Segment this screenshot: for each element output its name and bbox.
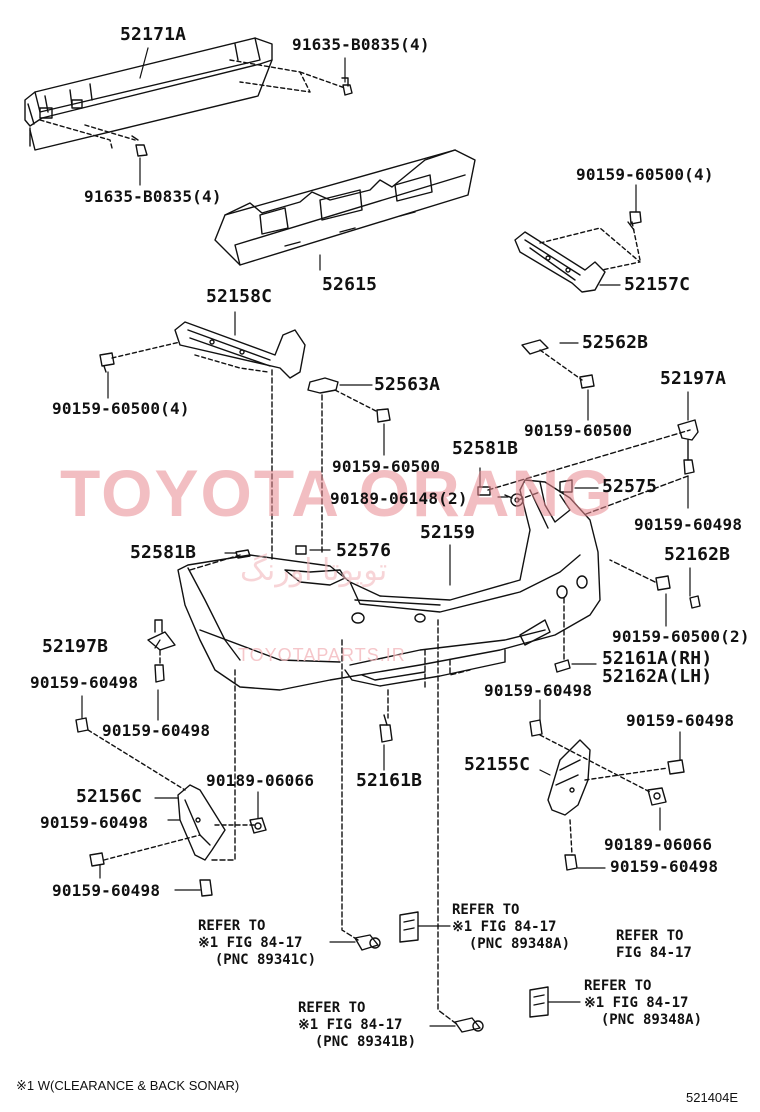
sensor-89341C (354, 934, 381, 951)
watermark-arabic: تويوتا اورنگ (240, 553, 388, 588)
part-label-52562B: 52562B (582, 332, 649, 353)
bar-mount-dashes (39, 59, 346, 149)
bolt-90159-60500-2 (655, 575, 701, 609)
part-label-90159-60498-r1: 90159-60498 (634, 515, 743, 534)
sensor-89348A-left (399, 911, 419, 943)
cover-52161A (554, 659, 571, 673)
bracket-52157C-dashes (539, 221, 641, 271)
leader-lines (81, 47, 691, 1027)
bolt-90159-60498-l3 (89, 852, 105, 867)
refer-note-89341C: REFER TO ※1 FIG 84-17 (PNC 89341C) (198, 918, 317, 968)
part-label-52159: 52159 (420, 522, 476, 543)
part-label-91635-top: 91635-B0835(4) (292, 35, 430, 54)
watermark-url: TOYOTAPARTS.IR (238, 645, 406, 665)
part-label-52157C: 52157C (624, 274, 691, 295)
part-label-52161B: 52161B (356, 770, 423, 791)
reinforcement-bar-52171A (24, 37, 273, 151)
part-label-52162A: 52162A(LH) (602, 666, 713, 687)
part-label-90159-60500-4-left: 90159-60500(4) (52, 399, 190, 418)
sensor-89341B (454, 1017, 484, 1033)
part-label-52563A: 52563A (374, 374, 441, 395)
part-label-90159-60498-r2: 90159-60498 (626, 711, 735, 730)
dash-52563A (334, 389, 379, 413)
bumper-cover-52159 (177, 479, 601, 691)
energy-absorber-52615 (214, 149, 476, 266)
bolt-90159-60498-l4 (199, 879, 213, 897)
part-label-52156C: 52156C (76, 786, 143, 807)
part-label-90159-60500-right: 90159-60500 (524, 421, 633, 440)
part-label-52576: 52576 (336, 540, 392, 561)
dash-52562B (539, 349, 583, 381)
refer-note-89348A-left: REFER TO ※1 FIG 84-17 (PNC 89348A) (452, 902, 571, 952)
sensor-89348A-right (529, 986, 549, 1018)
refer-note-89341B: REFER TO ※1 FIG 84-17 (PNC 89341B) (298, 1000, 417, 1050)
stay-52155C (547, 739, 591, 816)
part-label-91635-left: 91635-B0835(4) (84, 187, 222, 206)
figure-code: 521404E (686, 1090, 739, 1105)
part-label-52161A: 52161A(RH) (602, 648, 713, 669)
retainer-52197B (147, 619, 176, 683)
bolt-90159-60498-l2 (75, 717, 89, 733)
refer-note-89348A-right: REFER TO ※1 FIG 84-17 (PNC 89348A) (584, 978, 703, 1028)
bolt-90159-60500-4-left (99, 352, 115, 373)
part-label-52155C: 52155C (464, 754, 531, 775)
part-label-90159-60498-r3: 90159-60498 (610, 857, 719, 876)
clip-52161B (379, 714, 393, 743)
clip-52581B-top (477, 486, 491, 496)
clip-52562B (521, 339, 549, 355)
retainer-52197A (677, 419, 699, 475)
part-label-90189-06148: 90189-06148(2) (330, 489, 468, 508)
bolt-90159-60500-mid (376, 408, 391, 423)
part-label-52615: 52615 (322, 274, 378, 295)
bolt-91635-top (341, 77, 353, 96)
part-label-52575: 52575 (602, 476, 658, 497)
part-label-90159-60498-l3: 90159-60498 (40, 813, 149, 832)
part-label-90189-06066-l: 90189-06066 (206, 771, 315, 790)
bracket-52158C-dashes (111, 341, 269, 373)
dash-52156C (87, 729, 256, 861)
bolt-90159-60498-r2 (529, 719, 543, 737)
part-label-90159-60498-l2: 90159-60498 (102, 721, 211, 740)
part-label-90159-60498-l4: 90159-60498 (52, 881, 161, 900)
part-label-90159-60498-l1: 90159-60498 (30, 673, 139, 692)
bolt-90159-60498-r1-low (667, 759, 685, 775)
bolt-91635-left (131, 135, 148, 157)
bolt-90159-60500-right (579, 374, 595, 389)
part-label-90159-60500-mid: 90159-60500 (332, 457, 441, 476)
side-bracket-52158C (174, 321, 306, 379)
bolt-90159-60498-r3 (564, 854, 578, 871)
nut-90189-06066-l (249, 817, 267, 834)
part-label-52162B: 52162B (664, 544, 731, 565)
part-label-90159-60498-c: 90159-60498 (484, 681, 593, 700)
stay-52156C (177, 784, 226, 861)
nut-90189-06066-r (647, 787, 667, 806)
dash-52155C (539, 734, 669, 856)
part-label-90159-60500-2: 90159-60500(2) (612, 627, 750, 646)
part-label-52581B-left: 52581B (130, 542, 197, 563)
part-label-90189-06066-r: 90189-06066 (604, 835, 713, 854)
part-label-52158C: 52158C (206, 286, 273, 307)
part-label-52171A: 52171A (120, 24, 187, 45)
part-label-90159-60500-4-top: 90159-60500(4) (576, 165, 714, 184)
clip-52563A (307, 377, 339, 394)
clip-52575 (559, 479, 573, 493)
part-label-52197A: 52197A (660, 368, 727, 389)
refer-note-fig: REFER TO FIG 84-17 (616, 928, 692, 961)
guide-dashes (159, 369, 691, 1026)
part-label-52581B-top: 52581B (452, 438, 519, 459)
footnote: ※1 W(CLEARANCE & BACK SONAR) (16, 1078, 240, 1093)
watermark-text: TOYOTA ORANG (60, 456, 615, 530)
clip-52576 (295, 545, 307, 555)
part-label-52197B: 52197B (42, 636, 109, 657)
bolt-90159-60500-4-top (627, 211, 642, 231)
side-bracket-52157C (514, 231, 606, 293)
